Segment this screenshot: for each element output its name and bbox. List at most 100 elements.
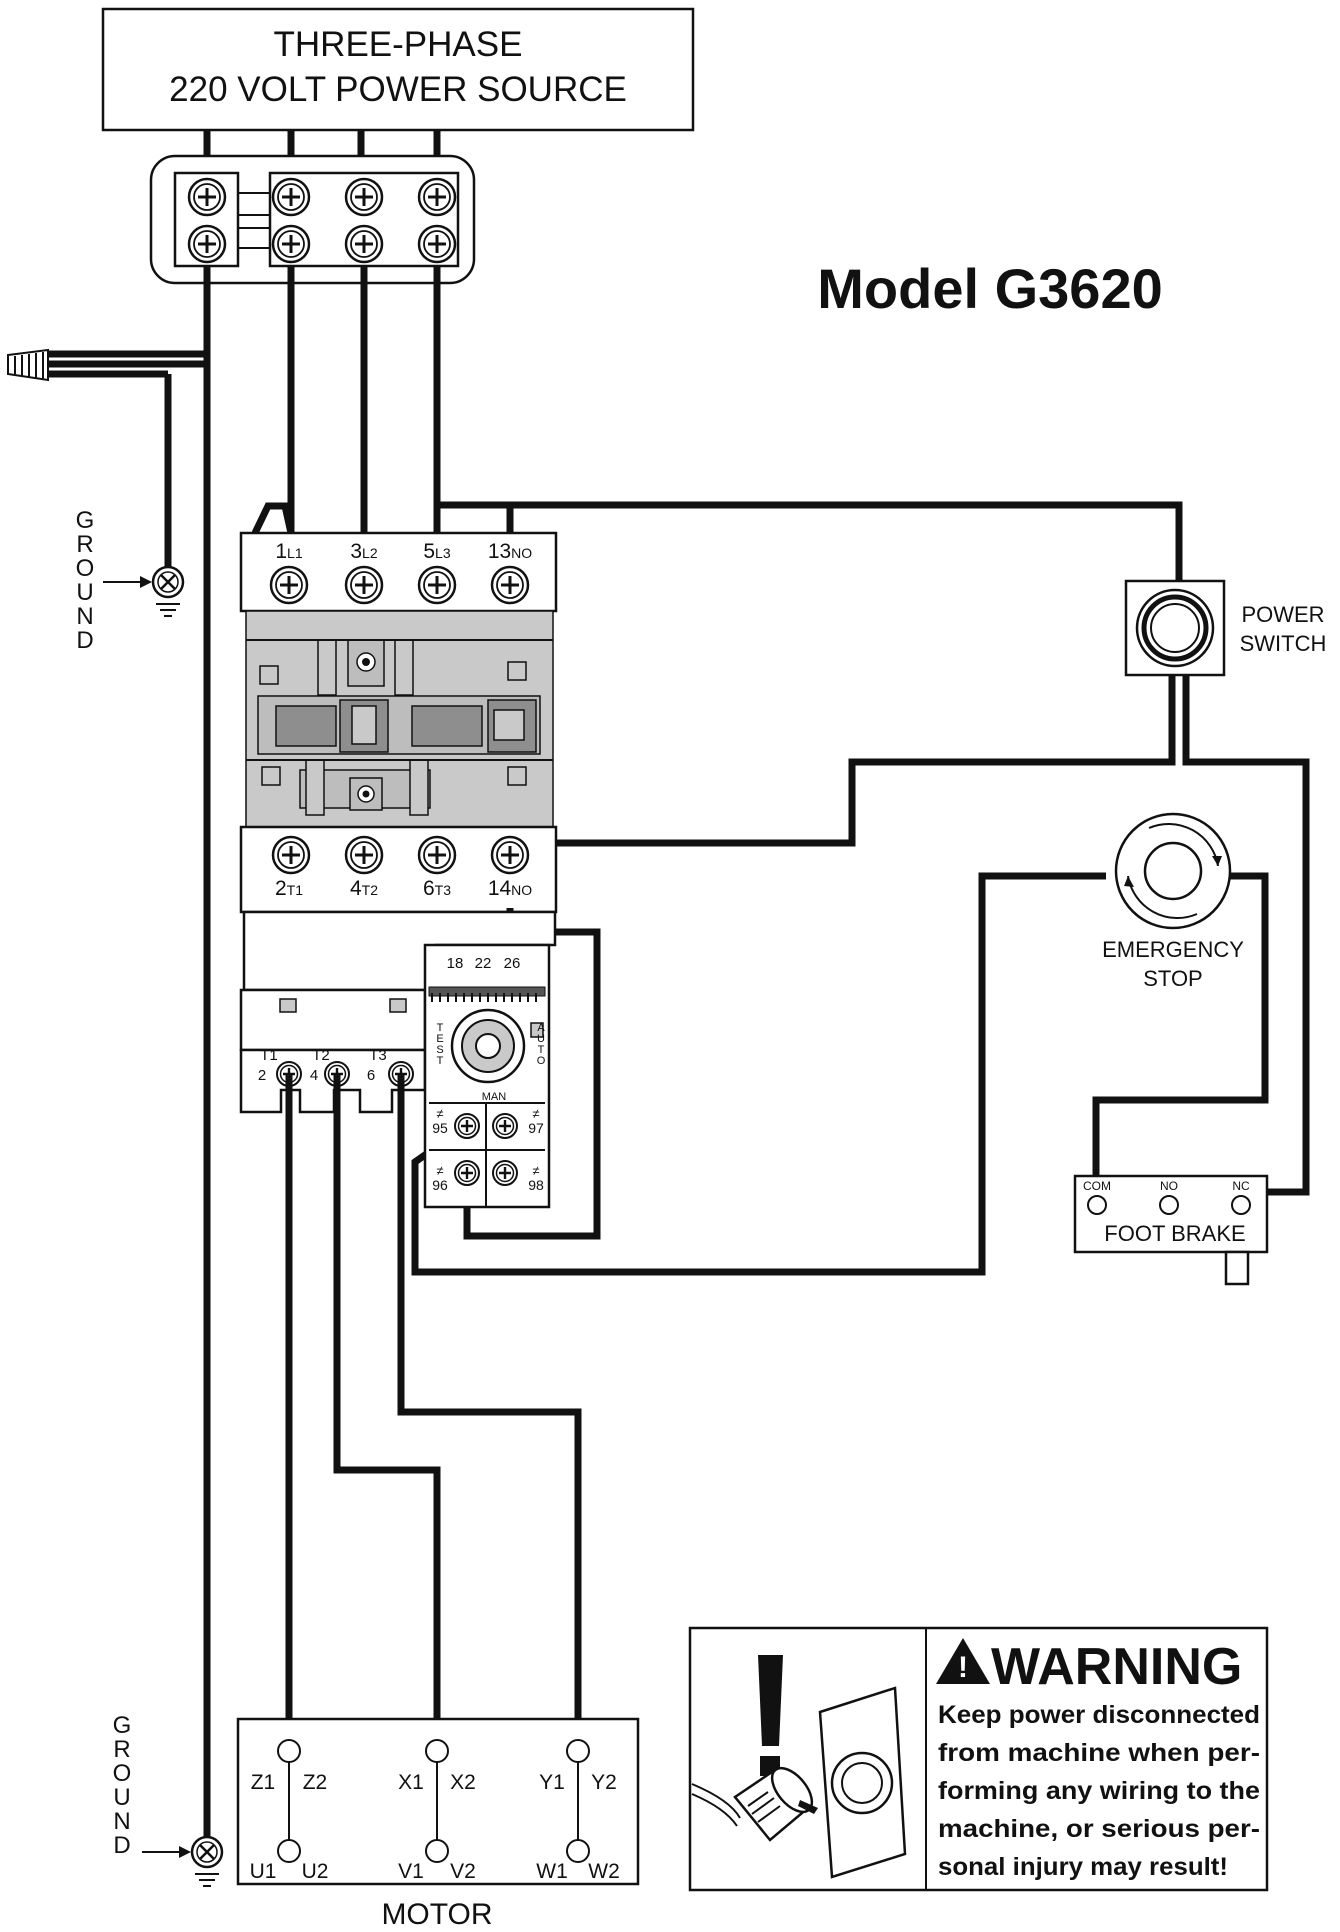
contactor-label-5: 5L3 [423,540,450,563]
overload-screw-96[interactable] [453,1159,481,1187]
contactor-label-2: 2T1 [275,877,303,900]
motor-title: MOTOR [381,1898,492,1931]
overload-aux-mark: ≠ [532,1106,539,1121]
model-title: Model G3620 [817,257,1162,320]
terminal-l1-bottom[interactable] [271,224,311,264]
motor-label-top-right: Y2 [591,1771,617,1794]
emergency-stop-line1: EMERGENCY [1102,937,1244,962]
contactor-label-3: 3L2 [350,540,377,563]
emergency-stop[interactable]: EMERGENCY STOP [1102,812,1244,991]
motor-winding [277,1739,301,1863]
terminal-l3-bottom[interactable] [417,224,457,264]
ground-label-top-char: U [76,579,93,606]
overload-man-label: MAN [482,1091,507,1103]
foot-brake-no: NO [1160,1179,1178,1193]
svg-text:!: ! [958,1651,968,1684]
ground-label-bottom-char: N [113,1808,130,1835]
motor-terminal[interactable] [566,1839,590,1863]
warning-triangle-icon [936,1638,990,1684]
overload-output-top: T2 [312,1047,330,1064]
overload-test-char: S [436,1044,443,1056]
motor-terminal[interactable] [566,1739,590,1763]
overload-scale-value: 26 [504,955,521,972]
warning-panel: ! WARNING Keep power disconnected from m… [688,1626,1269,1892]
overload-output-bottom: 6 [367,1067,375,1084]
contactor-label-13: 13NO [488,540,532,563]
ground-label-bottom-char: O [113,1760,132,1787]
motor-terminal[interactable] [425,1839,449,1863]
motor-terminal[interactable] [277,1739,301,1763]
warning-title: WARNING [991,1638,1242,1696]
contactor-screw-3[interactable] [344,565,384,605]
overload-aux-mark: ≠ [532,1163,539,1178]
motor-label-top-left: Y1 [539,1771,565,1794]
foot-brake[interactable]: COM NO NC FOOT BRAKE [1073,1174,1269,1286]
terminal-ground-top[interactable] [187,177,227,217]
motor-wires [285,1074,582,1719]
motor-label-bottom-right: W2 [588,1860,620,1883]
ground-label-bottom-char: D [113,1832,130,1859]
motor-label-bottom-right: V2 [450,1860,476,1883]
motor-label-top-left: Z1 [251,1771,276,1794]
contactor-label-1: 1L1 [275,540,302,563]
power-switch-line2: SWITCH [1240,631,1327,656]
motor-label-top-right: Z2 [303,1771,328,1794]
overload-output-bottom: 4 [310,1067,318,1084]
motor-winding [425,1739,449,1863]
power-switch[interactable]: POWER SWITCH [1124,579,1327,677]
power-source-line2: 220 VOLT POWER SOURCE [169,70,627,109]
warning-line-3: forming any wiring to the [938,1777,1260,1805]
power-switch-line1: POWER [1241,602,1324,627]
contactor-label-14: 14NO [488,877,532,900]
plug-icon [691,1766,818,1842]
overload-scale-value: 22 [475,955,492,972]
foot-brake-title: FOOT BRAKE [1104,1221,1245,1246]
ground-screw-top [151,565,185,618]
contactor-screw-13[interactable] [490,565,530,605]
motor-terminal[interactable] [277,1839,301,1863]
contactor-screw-4[interactable] [344,835,384,875]
exclamation-icon [758,1655,783,1746]
warning-line-5: sonal injury may result! [938,1853,1228,1881]
ground-label-top-char: N [76,603,93,630]
contactor-screw-6[interactable] [417,835,457,875]
motor-label-top-left: X1 [398,1771,424,1794]
contactor-screw-14[interactable] [490,835,530,875]
motor-label-bottom-right: U2 [302,1860,329,1883]
overload-aux-mark: ≠ [436,1106,443,1121]
contactor-label-6: 6T3 [423,877,451,900]
overload-screw-97[interactable] [491,1112,519,1140]
overload-test-char: T [437,1022,444,1034]
overload-output-top: T1 [260,1047,278,1064]
overload-aux-label: 95 [432,1120,448,1136]
contactor-screw-2[interactable] [271,835,311,875]
overload-test-char: T [437,1055,444,1067]
terminal-l2-bottom[interactable] [344,224,384,264]
terminal-ground-bottom[interactable] [187,224,227,264]
terminal-l2-top[interactable] [344,177,384,217]
ground-label-bottom-char: R [113,1736,130,1763]
outlet-icon [818,1686,907,1879]
contactor-screw-1[interactable] [269,565,309,605]
overload-output-top: T3 [369,1047,387,1064]
overload-screw-98[interactable] [491,1159,519,1187]
contactor-screw-5[interactable] [417,565,457,605]
emergency-stop-line2: STOP [1143,966,1203,991]
terminal-l1-top[interactable] [271,177,311,217]
ground-screw-motor [190,1835,224,1888]
ground-label-top-char: O [76,555,95,582]
motor-terminal[interactable] [425,1739,449,1763]
terminal-l3-top[interactable] [417,177,457,217]
overload-aux-mark: ≠ [436,1163,443,1178]
warning-line-1: Keep power disconnected [938,1701,1260,1729]
foot-brake-com: COM [1083,1179,1111,1193]
overload-test-char: E [436,1033,443,1045]
overload-screw-95[interactable] [453,1112,481,1140]
line-wires [251,266,1183,590]
ground-label-top-char: D [76,627,93,654]
